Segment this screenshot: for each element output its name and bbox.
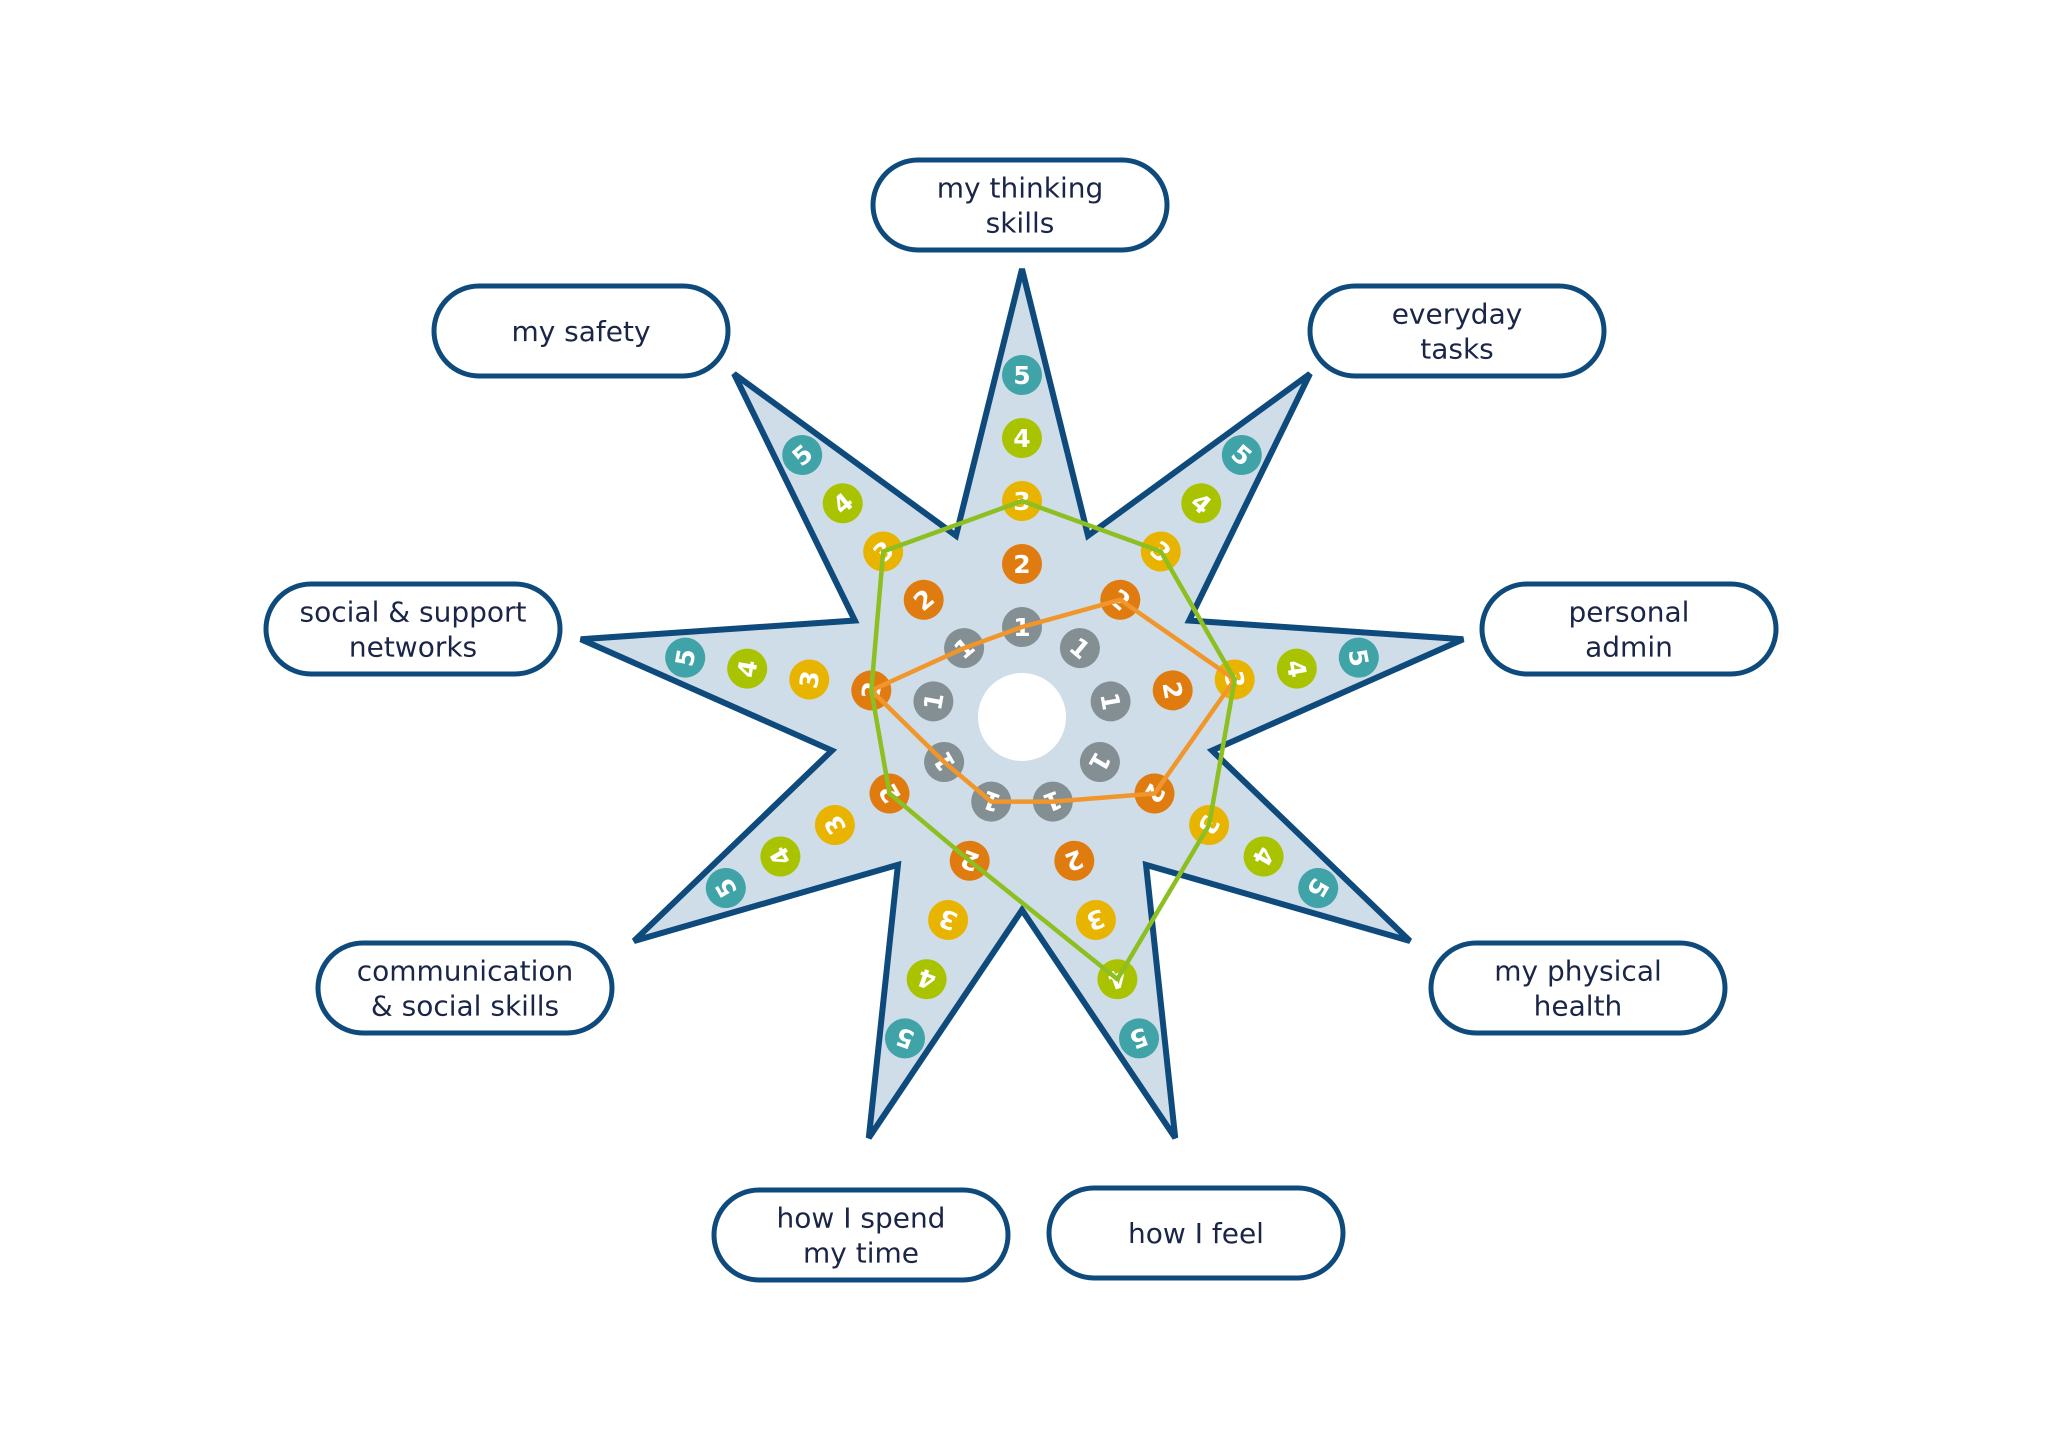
score-marker[interactable]: 2 (1002, 544, 1042, 584)
marker-circle (1002, 544, 1042, 584)
score-marker[interactable]: 5 (1113, 1013, 1164, 1064)
axis-label-text: everyday (1392, 298, 1523, 331)
marker-circle (1079, 742, 1120, 782)
marker-circle (1221, 435, 1262, 475)
marker-circle (1059, 628, 1100, 669)
axis-label-text: my safety (511, 315, 650, 348)
marker-circle (906, 959, 947, 1000)
score-marker[interactable]: 4 (815, 475, 871, 531)
marker-circle (1054, 840, 1095, 881)
marker-circle (782, 435, 823, 475)
score-marker[interactable]: 4 (1236, 829, 1291, 884)
score-marker[interactable]: 5 (1002, 355, 1042, 395)
score-marker[interactable]: 1 (910, 678, 956, 724)
axis-label-text: networks (349, 631, 477, 664)
marker-circle (1298, 868, 1339, 908)
score-marker[interactable]: 1 (1052, 620, 1108, 676)
axis-label-text: how I spend (777, 1202, 946, 1235)
marker-circle (913, 681, 954, 722)
marker-circle (1276, 648, 1317, 689)
axis-label-text: my physical (1494, 955, 1662, 988)
score-marker[interactable]: 5 (879, 1013, 930, 1064)
score-marker[interactable]: 3 (808, 798, 863, 853)
marker-circle (1075, 900, 1116, 940)
score-marker[interactable]: 5 (698, 861, 753, 916)
score-marker[interactable]: 4 (724, 645, 770, 691)
center-hub (978, 673, 1066, 761)
marker-circle (814, 805, 855, 845)
score-marker[interactable]: 2 (1049, 835, 1100, 886)
marker-number: 2 (1156, 679, 1188, 701)
marker-circle (1002, 418, 1042, 458)
marker-circle (822, 483, 863, 524)
axis-label-text: communication (357, 955, 574, 988)
score-marker[interactable]: 4 (1274, 645, 1320, 691)
score-marker[interactable]: 4 (901, 954, 952, 1005)
axis-label-text: personal (1569, 596, 1690, 629)
axis-label-text: how I feel (1128, 1217, 1264, 1250)
marker-circle (1243, 836, 1284, 877)
score-marker[interactable]: 4 (1002, 418, 1042, 458)
axis-label-text: admin (1585, 631, 1673, 664)
score-marker[interactable]: 5 (662, 634, 708, 680)
marker-circle (665, 637, 706, 678)
axis-label-text: social & support (300, 596, 527, 629)
axis-label-text: my time (803, 1237, 919, 1270)
marker-number: 4 (1281, 658, 1313, 680)
marker-number: 5 (1013, 361, 1030, 390)
score-marker[interactable]: 4 (1173, 475, 1229, 531)
score-marker[interactable]: 2 (1150, 667, 1196, 713)
score-marker[interactable]: 4 (753, 829, 808, 884)
marker-number: 2 (1013, 550, 1030, 579)
marker-circle (727, 648, 768, 689)
marker-number: 4 (732, 658, 764, 680)
marker-number: 1 (918, 690, 950, 712)
score-marker[interactable]: 5 (774, 427, 830, 483)
marker-circle (1338, 637, 1379, 678)
marker-circle (1152, 670, 1193, 711)
score-marker[interactable]: 5 (1336, 634, 1382, 680)
marker-number: 4 (1013, 424, 1030, 453)
marker-circle (789, 659, 830, 700)
marker-circle (760, 836, 801, 877)
axis-label-text: & social skills (371, 990, 559, 1023)
score-marker[interactable]: 3 (1070, 894, 1121, 945)
axis-label-text: tasks (1420, 333, 1494, 366)
axis-label-text: skills (986, 207, 1055, 240)
green-score-line (869, 498, 1237, 982)
score-marker[interactable]: 3 (786, 656, 832, 702)
axis-label-box: communication& social skills (315, 940, 615, 1036)
marker-circle (1002, 355, 1042, 395)
score-marker[interactable]: 3 (922, 894, 973, 945)
marker-number: 5 (670, 647, 702, 669)
score-marker[interactable]: 5 (1291, 861, 1346, 916)
score-marker[interactable]: 1 (1073, 735, 1128, 790)
axis-label-text: my thinking (937, 172, 1104, 205)
marker-circle (903, 579, 944, 620)
score-marker[interactable]: 2 (896, 572, 952, 628)
axis-label-box: my safety (431, 283, 731, 379)
score-marker[interactable]: 1 (1087, 678, 1133, 724)
axis-label-text: health (1534, 990, 1623, 1023)
marker-number: 3 (794, 668, 826, 690)
score-lines (869, 498, 1237, 982)
score-marker[interactable]: 5 (1214, 427, 1270, 483)
marker-circle (705, 868, 746, 908)
marker-number: 5 (1343, 647, 1375, 669)
marker-circle (928, 900, 969, 940)
orange-score-line (869, 597, 1237, 804)
marker-circle (1119, 1018, 1159, 1059)
marker-circle (1181, 483, 1222, 524)
marker-circle (885, 1018, 925, 1059)
axis-label-box: how I feel (1046, 1185, 1346, 1281)
marker-number: 1 (1094, 690, 1126, 712)
marker-circle (1090, 681, 1131, 722)
